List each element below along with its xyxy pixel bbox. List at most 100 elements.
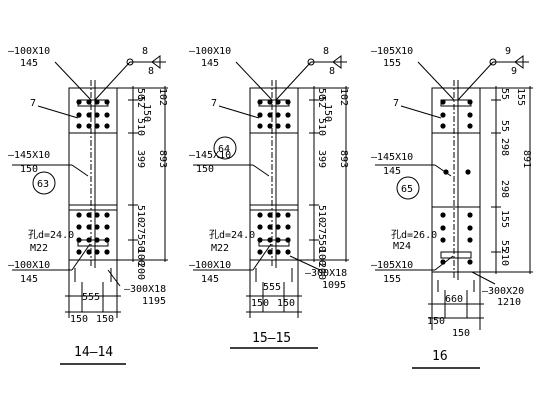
bolt-hole-mark [76, 212, 82, 218]
bolt-hole-mark [257, 237, 263, 243]
bolt-hole-mark [440, 237, 446, 243]
vertical-dimension-label: 150 [141, 104, 152, 122]
bolt-hole-mark [275, 237, 281, 243]
detail-title: 15—15 [252, 331, 291, 346]
bolt-hole-mark [94, 112, 100, 118]
bolt-hole-mark [86, 212, 92, 218]
vertical-dimension-label: 891 [521, 150, 532, 168]
bolt-hole-mark [86, 249, 92, 255]
column-plate [249, 87, 299, 261]
weld-side: 7 [393, 98, 399, 109]
bolt-hole-mark [104, 224, 110, 230]
bolt-hole-mark [443, 169, 449, 175]
bolt-size-label: M24 [393, 241, 411, 252]
vertical-dimension-label: 150 [322, 104, 333, 122]
web-plate-label: —145X10 [8, 150, 50, 161]
weld-side: 7 [211, 98, 217, 109]
weld-top-right: 8 [148, 66, 154, 77]
weld-top-right: 9 [511, 66, 517, 77]
bolt-hole-mark [285, 123, 291, 129]
web-plate-label: —145X10 [189, 150, 231, 161]
bolt-hole-mark [467, 212, 473, 218]
vertical-dimension-label: 275 [135, 222, 146, 240]
bolt-hole-mark [104, 249, 110, 255]
vertical-dimension-label: 55 [499, 88, 510, 100]
bottom-dim-left: 150 [427, 316, 445, 327]
bolt-hole-mark [267, 237, 273, 243]
flange-plate-bottom-label: —100X10 [8, 260, 50, 271]
bolt-hole-mark [76, 99, 82, 105]
bolt-hole-label: 孔d=26.0 [391, 229, 437, 241]
bolt-hole-mark [94, 123, 100, 129]
vertical-dimension-label: 52 [135, 96, 146, 108]
vertical-dimension-label: 893 [338, 150, 349, 168]
bottom-dim-left: 150 [251, 298, 269, 309]
base-plate-label: —300X18 [124, 284, 166, 295]
vertical-dimension-label: 210 [499, 248, 510, 266]
bolt-hole-mark [285, 224, 291, 230]
weld-top-left: 8 [323, 46, 329, 57]
vertical-dimension-label: 893 [157, 150, 168, 168]
bolt-hole-mark [275, 212, 281, 218]
vertical-dimension-label: 155 [499, 210, 510, 228]
bolt-hole-mark [285, 212, 291, 218]
bolt-hole-mark [440, 212, 446, 218]
base-plate-length: 1195 [142, 296, 166, 307]
bolt-hole-mark [257, 112, 263, 118]
bolt-hole-mark [86, 99, 92, 105]
bolt-hole-mark [267, 112, 273, 118]
bolt-hole-mark [104, 237, 110, 243]
bolt-group-16 [440, 99, 473, 265]
vertical-dimension-label: 100 [135, 248, 146, 266]
base-plate-length: 1095 [322, 280, 346, 291]
flange-plate-bottom-width: 155 [383, 274, 401, 285]
bolt-hole-mark [104, 112, 110, 118]
bolt-group-14 [76, 99, 110, 255]
vertical-dimension-label: 55 [499, 120, 510, 132]
bolt-hole-mark [86, 224, 92, 230]
bolt-hole-mark [76, 123, 82, 129]
bolt-size-label: M22 [211, 243, 229, 254]
bolt-hole-label: 孔d=24.0 [28, 229, 74, 241]
bolt-hole-mark [76, 112, 82, 118]
base-plate-label: —300X18 [305, 268, 347, 279]
bottom-dim-inner: 555 [263, 282, 281, 293]
vertical-dimension-label: 55 [499, 240, 510, 252]
bolt-hole-mark [267, 249, 273, 255]
detail-16 [375, 55, 533, 369]
detail-title: 16 [432, 349, 448, 364]
bolt-hole-mark [94, 224, 100, 230]
web-plate-width: 150 [196, 164, 214, 175]
flange-plate-bottom-width: 145 [20, 274, 38, 285]
bolt-hole-mark [257, 212, 263, 218]
vertical-dimension-label: 399 [135, 150, 146, 168]
flange-plate-top-width: 155 [383, 58, 401, 69]
detail-14 [12, 55, 168, 365]
bolt-hole-mark [267, 224, 273, 230]
vertical-dimension-label: 102 [157, 88, 168, 106]
bolt-hole-mark [440, 225, 446, 231]
bolt-hole-mark [275, 123, 281, 129]
bottom-dim-right: 150 [96, 314, 114, 325]
vertical-dimension-label: 510 [316, 205, 327, 223]
column-plate [68, 87, 118, 261]
bolt-hole-mark [275, 249, 281, 255]
bolt-hole-mark [86, 112, 92, 118]
vertical-dimension-label: 102 [338, 88, 349, 106]
vertical-dimension-label: 50 [316, 88, 327, 100]
flange-plate-bottom-label: —100X10 [189, 260, 231, 271]
flange-plate-top-label: —105X10 [371, 46, 413, 57]
web-plate-label: —145X10 [371, 152, 413, 163]
bottom-dim-right: 150 [277, 298, 295, 309]
bolt-hole-mark [94, 99, 100, 105]
vertical-dimension-label: 298 [499, 180, 510, 198]
bolt-hole-mark [467, 123, 473, 129]
bottom-dim-right: 150 [452, 328, 470, 339]
bolt-hole-mark [467, 237, 473, 243]
bolt-hole-mark [104, 123, 110, 129]
weld-top-left: 8 [142, 46, 148, 57]
bolt-hole-mark [275, 99, 281, 105]
bolt-hole-mark [76, 249, 82, 255]
bolt-hole-mark [275, 224, 281, 230]
